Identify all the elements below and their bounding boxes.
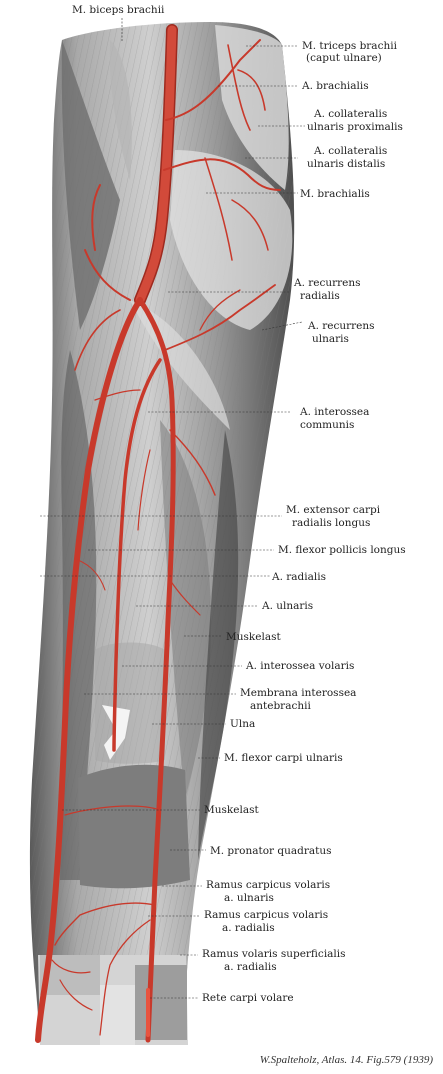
label-recurrens-radialis-1: A. recurrens bbox=[294, 277, 361, 289]
label-ramus-carp-uln-2: a. ulnaris bbox=[224, 892, 274, 904]
label-pronator-quadratus: M. pronator quadratus bbox=[210, 845, 332, 857]
label-coll-uln-dist-1: A. collateralis bbox=[314, 145, 388, 157]
label-ulna: Ulna bbox=[230, 718, 256, 730]
label-coll-uln-prox-2: ulnaris proximalis bbox=[307, 121, 403, 133]
ulnar-artery bbox=[137, 297, 176, 1043]
label-interossea-communis-2: communis bbox=[300, 419, 355, 431]
arterial-tree bbox=[35, 24, 281, 1043]
label-a-radialis: A. radialis bbox=[272, 571, 326, 583]
label-flexor-carpi-ulnaris: M. flexor carpi ulnaris bbox=[224, 752, 343, 764]
interosseous-artery bbox=[112, 358, 162, 752]
radial-artery bbox=[35, 297, 143, 1043]
label-triceps-brachii: M. triceps brachii bbox=[302, 40, 397, 52]
label-a-ulnaris: A. ulnaris bbox=[262, 600, 314, 612]
label-interossea-communis-1: A. interossea bbox=[300, 406, 370, 418]
label-triceps-caput-ulnare: (caput ulnare) bbox=[306, 52, 382, 64]
label-m-brachialis: M. brachialis bbox=[300, 188, 370, 200]
label-rete-carpi-volare: Rete carpi volare bbox=[202, 992, 294, 1004]
label-coll-uln-prox-1: A. collateralis bbox=[314, 108, 388, 120]
figure-caption: W.Spalteholz, Atlas. 14. Fig.579 (1939) bbox=[259, 1054, 433, 1066]
leader-lines bbox=[40, 18, 305, 999]
upper-arm-muscles bbox=[61, 25, 293, 330]
label-coll-uln-dist-2: ulnaris distalis bbox=[307, 158, 386, 170]
interosseous-membrane bbox=[95, 642, 165, 764]
label-ext-carpi-rad-2: radialis longus bbox=[292, 517, 371, 529]
label-biceps-brachii: M. biceps brachii bbox=[72, 4, 165, 16]
label-muskelast-lower: Muskelast bbox=[204, 804, 259, 816]
carpal-region bbox=[38, 955, 188, 1045]
label-a-brachialis: A. brachialis bbox=[302, 80, 369, 92]
label-membrana-interossea-2: antebrachii bbox=[250, 700, 311, 712]
label-recurrens-ulnaris-2: ulnaris bbox=[312, 333, 349, 345]
label-ramus-carp-rad-1: Ramus carpicus volaris bbox=[204, 909, 329, 921]
label-recurrens-ulnaris-1: A. recurrens bbox=[308, 320, 375, 332]
label-ext-carpi-rad-1: M. extensor carpi bbox=[286, 504, 381, 516]
label-ramus-carp-rad-2: a. radialis bbox=[222, 922, 275, 934]
label-flexor-pollicis-longus: M. flexor pollicis longus bbox=[278, 544, 406, 556]
label-interossea-volaris: A. interossea volaris bbox=[246, 660, 355, 672]
label-muskelast-upper: Muskelast bbox=[226, 631, 281, 643]
label-ramus-sup-rad-2: a. radialis bbox=[224, 961, 277, 973]
label-ramus-carp-uln-1: Ramus carpicus volaris bbox=[206, 879, 331, 891]
label-recurrens-radialis-2: radialis bbox=[300, 290, 340, 302]
label-ramus-sup-rad-1: Ramus volaris superficialis bbox=[202, 948, 346, 960]
pronator-quadratus-muscle bbox=[78, 764, 190, 889]
label-membrana-interossea-1: Membrana interossea bbox=[240, 687, 357, 699]
